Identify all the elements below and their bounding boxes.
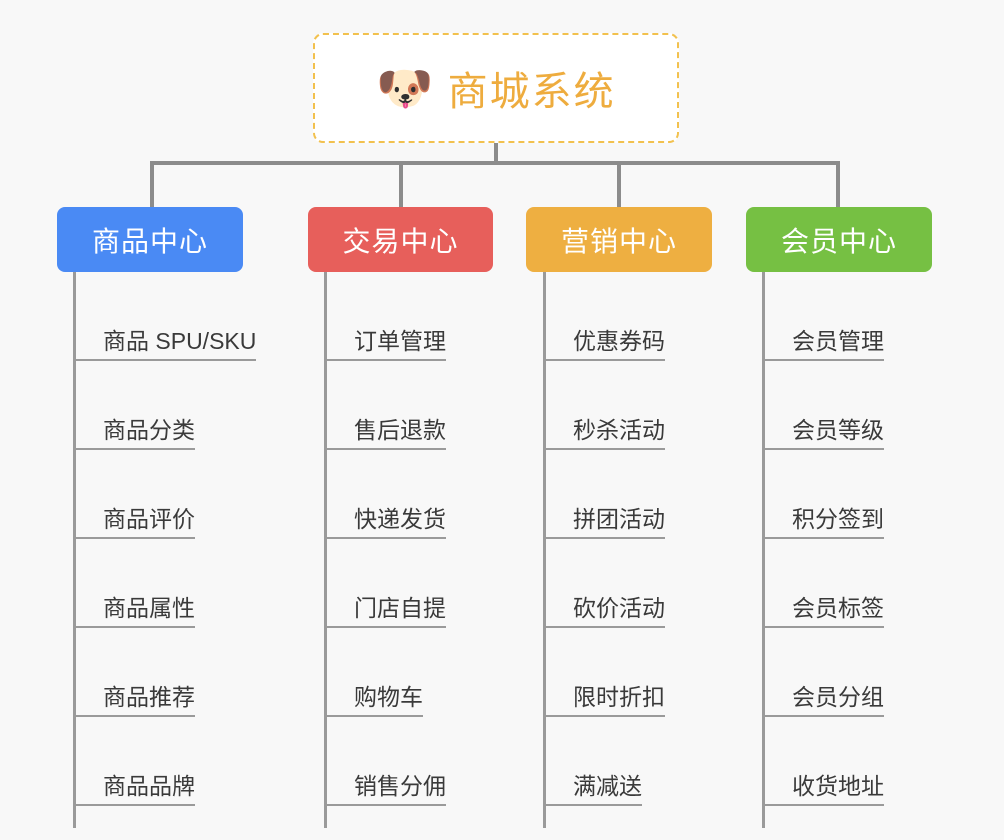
leaf-label: 会员等级 (792, 417, 884, 450)
leaf-item[interactable]: 商品评价 (73, 450, 256, 539)
leaf-label: 售后退款 (354, 417, 446, 450)
leaf-item[interactable]: 售后退款 (324, 361, 446, 450)
leaf-column-member-center: 会员管理 会员等级 积分签到 会员标签 会员分组 收货地址 (762, 272, 884, 828)
connector-drop-marketing (617, 161, 621, 207)
leaf-item[interactable]: 商品分类 (73, 361, 256, 450)
leaf-label: 会员标签 (792, 595, 884, 628)
leaf-item[interactable]: 快递发货 (324, 450, 446, 539)
leaf-item[interactable]: 商品推荐 (73, 628, 256, 717)
leaf-label: 快递发货 (354, 506, 446, 539)
leaf-item[interactable]: 收货地址 (762, 717, 884, 806)
leaf-item[interactable]: 商品属性 (73, 539, 256, 628)
category-box-member-center[interactable]: 会员中心 (746, 207, 932, 272)
leaf-label: 商品推荐 (103, 684, 195, 717)
leaf-item[interactable]: 砍价活动 (543, 539, 665, 628)
leaf-spine (762, 272, 765, 828)
leaf-label: 商品品牌 (103, 773, 195, 806)
leaf-item[interactable]: 会员等级 (762, 361, 884, 450)
leaf-spine (324, 272, 327, 828)
category-box-product-center[interactable]: 商品中心 (57, 207, 243, 272)
leaf-label: 积分签到 (792, 506, 884, 539)
leaf-spine (73, 272, 76, 828)
leaf-label: 优惠券码 (573, 328, 665, 361)
leaf-label: 会员分组 (792, 684, 884, 717)
leaf-column-product-center: 商品 SPU/SKU 商品分类 商品评价 商品属性 商品推荐 商品品牌 (73, 272, 257, 828)
leaf-label: 购物车 (354, 684, 423, 717)
leaf-column-marketing-center: 优惠券码 秒杀活动 拼团活动 砍价活动 限时折扣 满减送 (543, 272, 665, 828)
leaf-label: 拼团活动 (573, 506, 665, 539)
leaf-label: 商品 SPU/SKU (103, 328, 257, 361)
dog-face-icon: 🐶 (376, 62, 434, 114)
connector-drop-trade (399, 161, 403, 207)
leaf-item[interactable]: 积分签到 (762, 450, 884, 539)
root-title: 商城系统 (447, 70, 616, 114)
leaf-label: 砍价活动 (573, 595, 665, 628)
connector-drop-product (150, 161, 154, 207)
leaf-item[interactable]: 优惠券码 (543, 272, 665, 361)
leaf-item[interactable]: 商品品牌 (73, 717, 256, 806)
leaf-item[interactable]: 会员标签 (762, 539, 884, 628)
leaf-label: 商品评价 (103, 506, 195, 539)
leaf-item[interactable]: 会员管理 (762, 272, 884, 361)
leaf-label: 商品分类 (103, 417, 195, 450)
root-node[interactable]: 🐶 商城系统 (313, 33, 679, 143)
category-box-trade-center[interactable]: 交易中心 (308, 207, 493, 272)
leaf-item[interactable]: 门店自提 (324, 539, 446, 628)
category-box-marketing-center[interactable]: 营销中心 (526, 207, 712, 272)
leaf-label: 秒杀活动 (573, 417, 665, 450)
leaf-item[interactable]: 购物车 (324, 628, 446, 717)
leaf-label: 会员管理 (792, 328, 884, 361)
leaf-label: 门店自提 (354, 595, 446, 628)
leaf-label: 商品属性 (103, 595, 195, 628)
category-label: 营销中心 (560, 225, 677, 257)
leaf-item[interactable]: 拼团活动 (543, 450, 665, 539)
leaf-label: 满减送 (573, 773, 642, 806)
leaf-column-trade-center: 订单管理 售后退款 快递发货 门店自提 购物车 销售分佣 (324, 272, 446, 828)
leaf-label: 销售分佣 (354, 773, 446, 806)
leaf-label: 收货地址 (792, 773, 884, 806)
leaf-label: 订单管理 (354, 328, 446, 361)
category-label: 会员中心 (780, 225, 897, 257)
leaf-label: 限时折扣 (573, 684, 665, 717)
leaf-spine (543, 272, 546, 828)
category-label: 交易中心 (342, 225, 459, 257)
leaf-item[interactable]: 满减送 (543, 717, 665, 806)
connector-drop-member (836, 161, 840, 207)
connector-root-stem (494, 143, 498, 164)
leaf-item[interactable]: 会员分组 (762, 628, 884, 717)
leaf-item[interactable]: 销售分佣 (324, 717, 446, 806)
connector-horizontal-bus (150, 161, 840, 165)
leaf-item[interactable]: 限时折扣 (543, 628, 665, 717)
leaf-item[interactable]: 商品 SPU/SKU (73, 272, 257, 361)
leaf-item[interactable]: 秒杀活动 (543, 361, 665, 450)
leaf-item[interactable]: 订单管理 (324, 272, 446, 361)
category-label: 商品中心 (91, 225, 208, 257)
